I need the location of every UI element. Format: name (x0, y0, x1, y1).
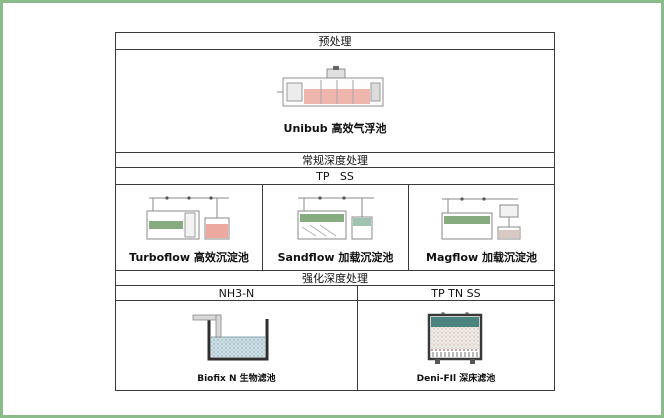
section-header-conventional: 常规深度处理 (116, 153, 554, 168)
conventional-subtitle: TP SS (316, 169, 354, 183)
unibub-label: Unibub 高效气浮池 (283, 122, 387, 135)
process-table: 预处理 Unibub 高效气浮池 (115, 32, 555, 391)
conventional-title: 常规深度处理 (302, 153, 368, 167)
conventional-parameters-header: TP SS (116, 168, 554, 185)
turboflow-clarifier-illustration (146, 195, 230, 239)
biofix-cell: Biofix N 生物滤池 (116, 301, 357, 390)
sandflow-clarifier-illustration (297, 195, 374, 239)
magflow-cell: Magflow 加载沉淀池 (408, 185, 554, 270)
turboflow-label: Turboflow 高效沉淀池 (129, 250, 249, 264)
turboflow-cell: Turboflow 高效沉淀池 (116, 185, 262, 270)
enhanced-tanks-row: Biofix N 生物滤池 (116, 301, 554, 390)
denifil-label: Deni-FIl 深床滤池 (416, 374, 496, 384)
biofix-filter-illustration (192, 314, 269, 361)
biofix-label: Biofix N 生物滤池 (197, 374, 276, 384)
enhanced-column-headers: NH3-N TP TN SS (116, 286, 554, 301)
magflow-clarifier-illustration (441, 196, 520, 239)
conventional-tanks-row: Turboflow 高效沉淀池 Sandflow 加载 (116, 185, 554, 271)
denifil-cell: Deni-FIl 深床滤池 (356, 301, 554, 390)
sandflow-cell: Sandflow 加载沉淀池 (262, 185, 408, 270)
sandflow-label: Sandflow 加载沉淀池 (277, 250, 394, 264)
column-header-nh3n: NH3-N (218, 286, 255, 300)
unibub-flotation-tank-illustration (277, 66, 384, 107)
magflow-label: Magflow 加载沉淀池 (426, 250, 537, 264)
denifil-filter-illustration (428, 312, 483, 364)
pretreatment-title: 预处理 (318, 34, 352, 48)
section-header-pretreatment: 预处理 (116, 33, 554, 50)
enhanced-title: 强化深度处理 (302, 271, 368, 285)
section-header-enhanced: 强化深度处理 (116, 271, 554, 286)
pretreatment-cell: Unibub 高效气浮池 (116, 50, 554, 153)
column-header-tp-tn-ss: TP TN SS (356, 286, 554, 300)
